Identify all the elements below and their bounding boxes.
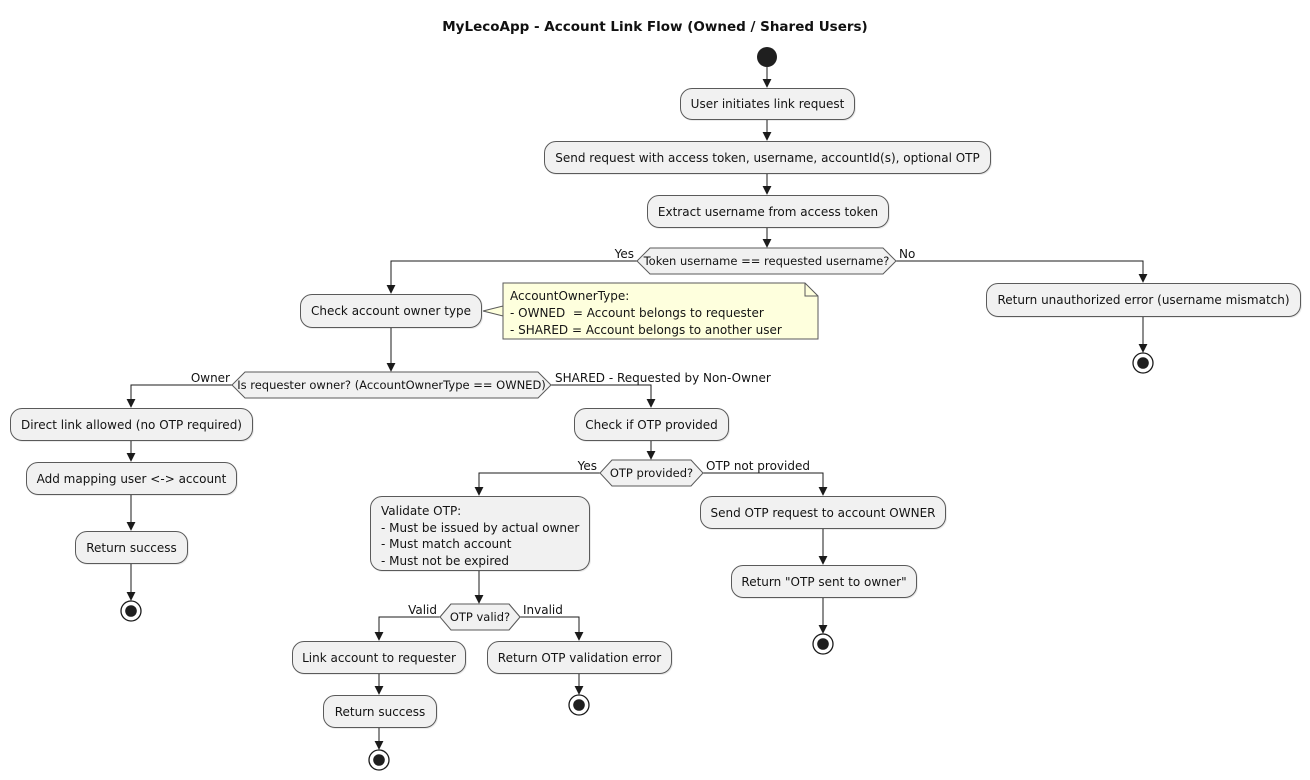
end-node-otp-error [568, 694, 590, 716]
diagram-title: MyLecoApp - Account Link Flow (Owned / S… [442, 19, 868, 35]
node-return-success-owner: Return success [75, 531, 188, 564]
decision-shapes [231, 247, 897, 631]
edge-token-yes [386, 260, 637, 294]
edge-label-otp-not-provided: OTP not provided [706, 459, 810, 473]
edge-label-otp-valid: Valid [408, 603, 437, 617]
edge-label-owner: Owner [190, 371, 230, 385]
edge-label-otp-invalid: Invalid [523, 603, 563, 617]
note-line: - SHARED = Account belongs to another us… [510, 323, 782, 337]
node-direct-link-allowed: Direct link allowed (no OTP required) [10, 408, 253, 441]
note-shape [482, 282, 819, 340]
node-return-success-otp: Return success [323, 695, 437, 728]
end-node-otp-sent [812, 633, 834, 655]
node-return-otp-sent: Return "OTP sent to owner" [731, 565, 917, 598]
decision-otp-provided-shape [599, 459, 704, 487]
end-node-unauthorized [1132, 352, 1154, 374]
node-add-mapping: Add mapping user <-> account [26, 462, 237, 495]
note-line: AccountOwnerType: [510, 289, 630, 303]
terminal-nodes [120, 47, 1154, 771]
note-account-owner-type: AccountOwnerType: - OWNED = Account belo… [510, 288, 814, 339]
decision-token-username-label: Token username == requested username? [643, 254, 890, 268]
edge-label-token-no: No [899, 247, 916, 261]
edge-otp-not-provided [703, 472, 828, 496]
decision-otp-valid-shape-fix [439, 603, 521, 631]
end-node-otp-success [368, 749, 390, 771]
node-return-otp-error: Return OTP validation error [487, 641, 672, 674]
end-node-owner-success [120, 600, 142, 622]
decision-token-username-shape [636, 247, 897, 275]
edge-label-otp-yes: Yes [577, 459, 597, 473]
edge-invalid-branch [520, 616, 584, 641]
edge-label-token-yes: Yes [614, 247, 634, 261]
decision-otp-provided-label: OTP provided? [609, 466, 694, 480]
edge-shared-branch [551, 384, 656, 408]
validate-otp-line: Validate OTP: [381, 504, 462, 518]
edge-label-shared: SHARED - Requested by Non-Owner [555, 371, 771, 385]
start-node [757, 47, 777, 67]
node-extract-username: Extract username from access token [647, 195, 889, 228]
note-line: - OWNED = Account belongs to requester [510, 306, 764, 320]
validate-otp-line: - Must match account [381, 537, 512, 551]
node-user-initiates: User initiates link request [680, 88, 855, 120]
edge-valid-branch [374, 616, 440, 641]
edges [126, 67, 1148, 750]
validate-otp-line: - Must not be expired [381, 553, 510, 568]
node-return-unauthorized: Return unauthorized error (username mism… [986, 283, 1301, 317]
decision-otp-valid-label: OTP valid? [449, 610, 511, 624]
decision-is-owner-label: Is requester owner? (AccountOwnerType ==… [237, 378, 546, 392]
node-send-request: Send request with access token, username… [544, 141, 991, 174]
validate-otp-line: - Must be issued by actual owner [381, 520, 580, 535]
node-validate-otp: Validate OTP: - Must be issued by actual… [370, 496, 590, 571]
edge-owner-branch [126, 384, 232, 408]
decision-is-owner-shape [231, 371, 552, 399]
edge-otp-yes [474, 472, 600, 496]
node-send-otp-request: Send OTP request to account OWNER [700, 496, 946, 529]
node-check-otp-provided: Check if OTP provided [574, 408, 729, 441]
node-link-account: Link account to requester [292, 641, 466, 674]
edge-token-no [896, 260, 1148, 283]
node-check-owner-type: Check account owner type [300, 294, 482, 328]
